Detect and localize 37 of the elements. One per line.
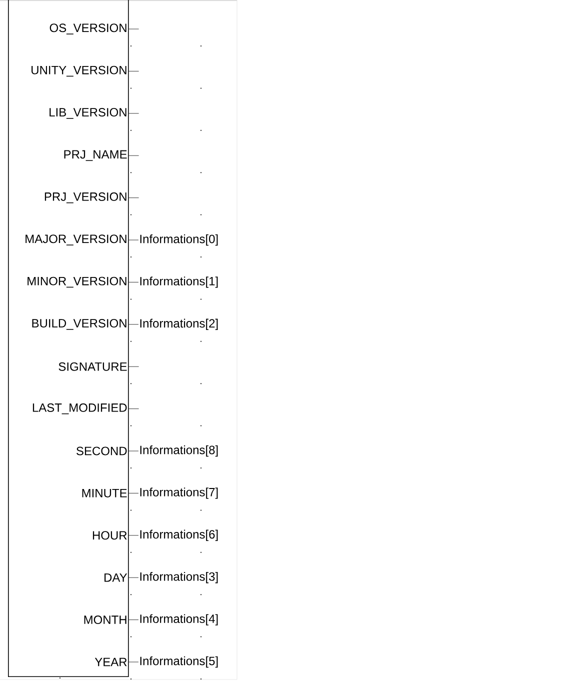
- pin-line: [128, 577, 139, 578]
- pin-line: [128, 113, 139, 114]
- function-block: [8, 0, 129, 677]
- pin-label: MONTH: [84, 616, 126, 624]
- variable-label: Informations[1]: [140, 276, 218, 288]
- pin-label: LIB_VERSION: [50, 108, 126, 119]
- pin-line: [128, 155, 139, 156]
- pin-label: PRJ_NAME: [64, 150, 127, 161]
- variable-label: Informations[5]: [140, 656, 218, 668]
- variable-label: Informations[2]: [140, 318, 218, 330]
- pin-line: [128, 71, 139, 72]
- pin-label: MINOR_VERSION: [28, 276, 126, 288]
- pin-label: DAY: [104, 573, 128, 582]
- pin-line: [128, 28, 139, 30]
- pin-label: SECOND: [76, 446, 127, 456]
- variable-label: Informations[3]: [140, 572, 218, 584]
- pin-line: [128, 450, 139, 452]
- pin-line: [128, 324, 139, 325]
- pin-line: [128, 366, 139, 367]
- pin-label: YEAR: [94, 658, 127, 666]
- variable-label: Informations[7]: [140, 488, 218, 499]
- pin-label: LAST_MODIFIED: [32, 403, 127, 414]
- pin-line: [128, 535, 139, 536]
- pin-label: UNITY_VERSION: [32, 66, 126, 77]
- pin-label: HOUR: [92, 531, 127, 540]
- variable-label: Informations[8]: [140, 445, 218, 457]
- pin-label: MAJOR_VERSION: [26, 234, 126, 246]
- pin-label: BUILD_VERSION: [32, 319, 126, 330]
- variable-label: Informations[0]: [140, 234, 218, 246]
- pin-label: MINUTE: [82, 489, 127, 498]
- pin-label: OS_VERSION: [50, 24, 126, 34]
- variable-label: Informations[6]: [140, 530, 218, 541]
- pin-label: PRJ_VERSION: [44, 192, 126, 204]
- variable-label: Informations[4]: [140, 614, 218, 626]
- pin-label: SIGNATURE: [58, 362, 127, 371]
- pin-line: [128, 408, 139, 409]
- pin-line: [128, 493, 139, 494]
